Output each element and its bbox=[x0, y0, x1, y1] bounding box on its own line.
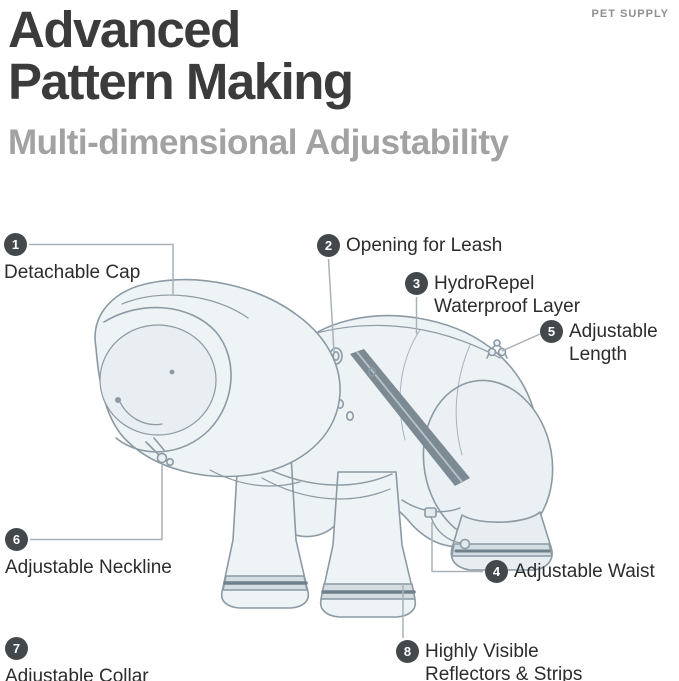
callout-adjustable-neckline: 6 Adjustable Neckline bbox=[5, 528, 172, 579]
callout-5-badge: 5 bbox=[540, 320, 563, 343]
callout-7-badge: 7 bbox=[5, 637, 28, 660]
callout-detachable-cap: 1 Detachable Cap bbox=[4, 233, 140, 284]
callout-5-label: Adjustable Length bbox=[569, 321, 658, 365]
callout-adjustable-waist: 4 Adjustable Waist bbox=[485, 560, 655, 583]
callout-adjustable-collar: 7 Adjustable Collar bbox=[5, 637, 149, 681]
callout-8-label: Highly Visible Reflectors & Strips bbox=[425, 641, 583, 681]
callout-4-label: Adjustable Waist bbox=[514, 561, 655, 582]
callout-reflectors-strips: 8 Highly Visible Reflectors & Strips bbox=[396, 640, 582, 681]
callout-1-badge: 1 bbox=[4, 233, 27, 256]
callout-6-badge: 6 bbox=[5, 528, 28, 551]
callout-1-label: Detachable Cap bbox=[4, 262, 141, 283]
callout-2-badge: 2 bbox=[317, 234, 340, 257]
title-line-2: Pattern Making bbox=[8, 53, 354, 111]
callout-opening-for-leash: 2 Opening for Leash bbox=[317, 234, 502, 257]
callout-3-badge: 3 bbox=[405, 272, 428, 295]
brand-label: PET SUPPLY bbox=[591, 8, 669, 20]
callout-connector-lines bbox=[29, 243, 541, 638]
subtitle: Multi-dimensional Adjustability bbox=[8, 123, 509, 162]
callout-waterproof-layer: 3 HydroRepel Waterproof Layer bbox=[405, 272, 580, 318]
callout-2-label: Opening for Leash bbox=[346, 235, 503, 256]
callout-7-label: Adjustable Collar bbox=[5, 666, 149, 681]
callout-4-badge: 4 bbox=[485, 560, 508, 583]
title-line-1: Advanced bbox=[8, 1, 241, 58]
callout-6-label: Adjustable Neckline bbox=[5, 557, 172, 578]
callout-3-label: HydroRepel Waterproof Layer bbox=[434, 273, 581, 317]
callout-8-badge: 8 bbox=[396, 640, 419, 663]
page-title: Advanced Pattern Making bbox=[8, 1, 354, 111]
callout-adjustable-length: 5 Adjustable Length bbox=[540, 320, 658, 366]
